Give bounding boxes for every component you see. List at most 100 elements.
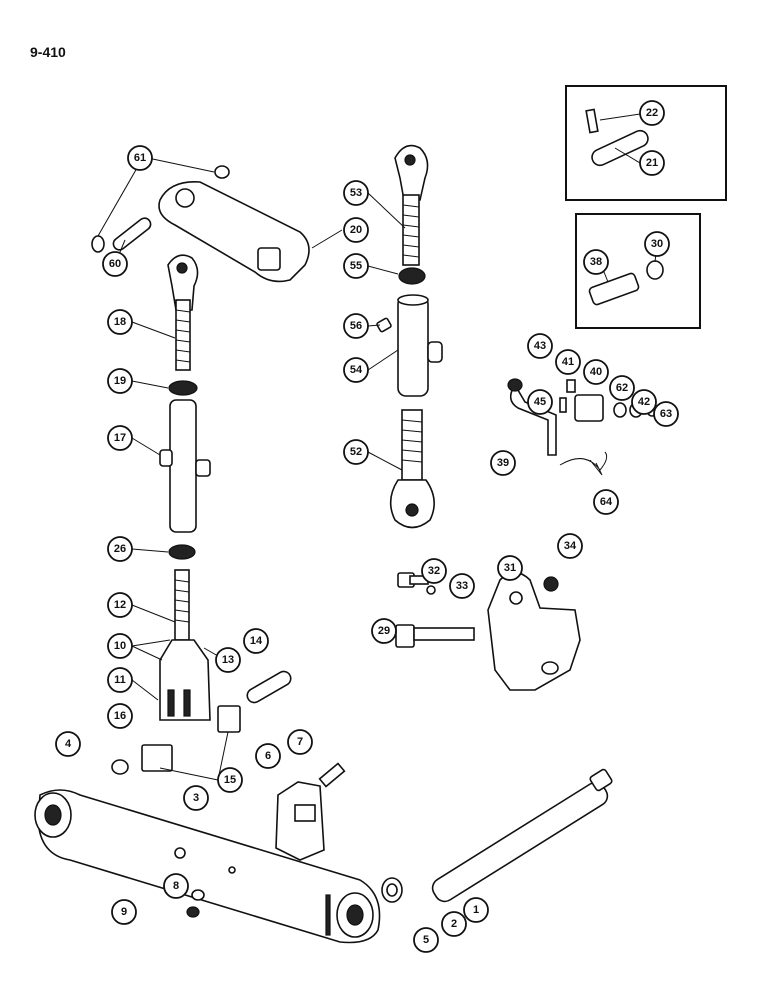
callout-20: 20	[343, 217, 369, 243]
callout-circle	[107, 633, 133, 659]
callout-circle	[343, 313, 369, 339]
callout-circle	[107, 425, 133, 451]
callout-number: 60	[109, 258, 121, 270]
cotter-pin-part	[585, 108, 599, 134]
callout-circle	[653, 401, 679, 427]
callout-26: 26	[107, 536, 133, 562]
callout-number: 54	[350, 364, 363, 376]
lift-link-assembly	[159, 254, 211, 721]
callout-number: 7	[297, 736, 303, 748]
callout-circle	[107, 703, 133, 729]
callout-62: 62	[609, 375, 635, 401]
callout-34: 34	[557, 533, 583, 559]
callout-circle	[343, 253, 369, 279]
callout-circle	[421, 558, 447, 584]
cross-shaft-part	[381, 768, 613, 903]
callout-circle	[555, 349, 581, 375]
callout-number: 42	[638, 396, 650, 408]
callout-15: 15	[217, 767, 243, 793]
callout-number: 38	[590, 256, 602, 268]
callout-number: 34	[564, 540, 577, 552]
callout-circle	[107, 309, 133, 335]
callout-circle	[55, 731, 81, 757]
callout-54: 54	[343, 357, 369, 383]
callout-19: 19	[107, 368, 133, 394]
callout-number: 6	[265, 750, 271, 762]
callout-circle	[593, 489, 619, 515]
leader-lines	[97, 113, 658, 781]
callout-number: 10	[114, 640, 126, 652]
callout-13: 13	[215, 647, 241, 673]
callout-circle	[287, 729, 313, 755]
callout-number: 40	[590, 366, 602, 378]
callout-55: 55	[343, 253, 369, 279]
callout-circle	[441, 911, 467, 937]
callout-39: 39	[490, 450, 516, 476]
callout-53: 53	[343, 180, 369, 206]
callout-circle	[463, 897, 489, 923]
callout-31: 31	[497, 555, 523, 581]
callout-number: 52	[350, 446, 362, 458]
callout-1: 1	[463, 897, 489, 923]
callout-circle	[639, 150, 665, 176]
lift-arm-part	[158, 181, 310, 283]
callout-11: 11	[107, 667, 133, 693]
callout-circle	[527, 389, 553, 415]
callout-61: 61	[127, 145, 153, 171]
callout-40: 40	[583, 359, 609, 385]
clevis-pin-part	[588, 272, 640, 306]
callout-7: 7	[287, 729, 313, 755]
callout-8: 8	[163, 873, 189, 899]
callout-18: 18	[107, 309, 133, 335]
top-link-assembly	[376, 144, 443, 529]
callout-41: 41	[555, 349, 581, 375]
callout-circle	[583, 249, 609, 275]
callout-number: 22	[646, 107, 658, 119]
callout-circle	[371, 618, 397, 644]
callout-number: 55	[350, 260, 362, 272]
callout-circle	[497, 555, 523, 581]
callout-43: 43	[527, 333, 553, 359]
callout-number: 61	[134, 152, 146, 164]
callout-64: 64	[593, 489, 619, 515]
callout-32: 32	[421, 558, 447, 584]
callout-number: 43	[534, 340, 546, 352]
callout-group: 2221383061602053555654181917434140456242…	[55, 100, 679, 953]
callout-number: 33	[456, 580, 468, 592]
callout-63: 63	[653, 401, 679, 427]
callout-number: 3	[193, 792, 199, 804]
callout-number: 19	[114, 375, 126, 387]
callout-circle	[111, 899, 137, 925]
callout-circle	[557, 533, 583, 559]
callout-circle	[609, 375, 635, 401]
callout-number: 5	[423, 934, 429, 946]
callout-14: 14	[243, 628, 269, 654]
callout-number: 56	[350, 320, 362, 332]
callout-circle	[183, 785, 209, 811]
callout-45: 45	[527, 389, 553, 415]
callout-number: 21	[646, 157, 658, 169]
callout-number: 11	[114, 674, 126, 686]
hitch-bracket-part	[395, 571, 581, 691]
callout-number: 39	[497, 457, 509, 469]
callout-33: 33	[449, 573, 475, 599]
callout-number: 4	[65, 738, 72, 750]
callout-21: 21	[639, 150, 665, 176]
callout-circle	[343, 217, 369, 243]
callout-circle	[631, 389, 657, 415]
callout-circle	[243, 628, 269, 654]
callout-number: 1	[473, 904, 479, 916]
callout-number: 16	[114, 710, 126, 722]
callout-circle	[107, 592, 133, 618]
callout-number: 53	[350, 187, 362, 199]
callout-circle	[343, 357, 369, 383]
callout-circle	[163, 873, 189, 899]
callout-6: 6	[255, 743, 281, 769]
lower-link-part	[34, 789, 381, 944]
callout-circle	[343, 439, 369, 465]
callout-circle	[107, 667, 133, 693]
page-code: 9-410	[30, 44, 66, 60]
callout-42: 42	[631, 389, 657, 415]
callout-number: 12	[114, 599, 126, 611]
